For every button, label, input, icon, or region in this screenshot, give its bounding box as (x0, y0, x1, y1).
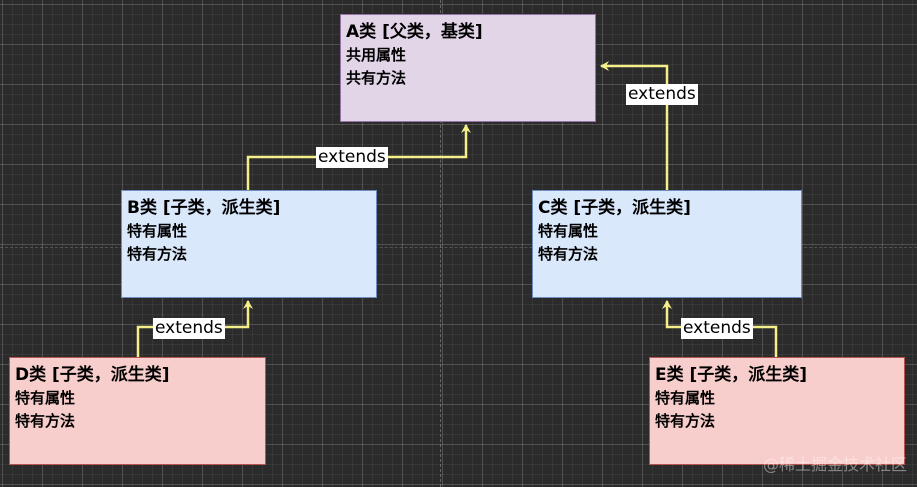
class-a-methods: 共有方法 (346, 69, 407, 87)
class-b-title: B类 [子类，派生类] (127, 198, 281, 218)
watermark-text: @稀土掘金技术社区 (762, 455, 907, 474)
class-a-box[interactable]: A类 [父类，基类] 共用属性 共有方法 (340, 14, 596, 122)
horizontal-guide-line (0, 247, 917, 248)
class-e-title: E类 [子类，派生类] (655, 365, 808, 385)
class-c-methods: 特有方法 (538, 245, 599, 263)
extends-label-b-to-a: extends (316, 147, 388, 168)
class-d-attributes: 特有属性 (15, 389, 76, 407)
extends-label-d-to-b: extends (153, 318, 225, 339)
class-d-methods: 特有方法 (15, 412, 76, 430)
class-a-title: A类 [父类，基类] (346, 22, 483, 42)
class-d-box[interactable]: D类 [子类，派生类] 特有属性 特有方法 (9, 357, 266, 465)
class-d-title: D类 [子类，派生类] (15, 365, 170, 385)
class-c-title: C类 [子类，派生类] (538, 198, 691, 218)
class-b-methods: 特有方法 (127, 245, 188, 263)
class-c-box[interactable]: C类 [子类，派生类] 特有属性 特有方法 (532, 190, 802, 298)
extends-label-c-to-a: extends (626, 84, 698, 105)
arrow-c-to-a (600, 61, 669, 190)
class-e-methods: 特有方法 (655, 412, 716, 430)
class-b-attributes: 特有属性 (127, 222, 188, 240)
class-c-attributes: 特有属性 (538, 222, 599, 240)
vertical-guide-line (440, 0, 441, 487)
class-a-attributes: 共用属性 (346, 46, 407, 64)
class-e-box[interactable]: E类 [子类，派生类] 特有属性 特有方法 (649, 357, 905, 465)
class-b-box[interactable]: B类 [子类，派生类] 特有属性 特有方法 (121, 190, 377, 298)
extends-label-e-to-c: extends (681, 318, 753, 339)
class-e-attributes: 特有属性 (655, 389, 716, 407)
